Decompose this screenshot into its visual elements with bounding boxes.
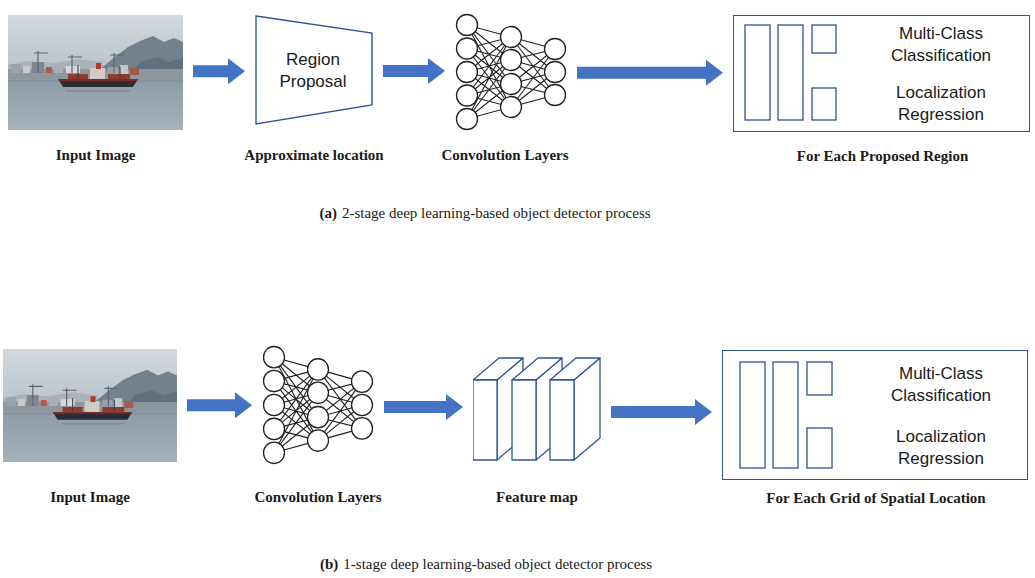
convolution-network: Convolution Layers bbox=[455, 13, 567, 131]
stage-label: Convolution Layers bbox=[254, 488, 381, 506]
input-image: Input Image bbox=[3, 349, 177, 462]
stage-label: Input Image bbox=[50, 488, 130, 506]
neural-network-symbol bbox=[264, 347, 373, 464]
caption-text: 1-stage deep learning-based object detec… bbox=[343, 556, 652, 572]
block-arrow bbox=[383, 58, 445, 84]
caption-text: 2-stage deep learning-based object detec… bbox=[342, 205, 651, 221]
stage-label: Approximate location bbox=[244, 146, 383, 164]
figure-caption: (a) 2-stage deep learning-based object de… bbox=[319, 204, 650, 222]
input-image: Input Image bbox=[8, 15, 183, 130]
block-arrow bbox=[193, 58, 245, 84]
stage-label: For Each Grid of Spatial Location bbox=[766, 489, 985, 507]
trapezoid-outline bbox=[256, 16, 372, 124]
box-text: Multi-Class Classification bbox=[866, 363, 1016, 407]
box-text: Localization Regression bbox=[866, 82, 1016, 126]
block-arrow bbox=[187, 392, 252, 418]
feature-map-symbol bbox=[473, 358, 600, 460]
stage-label: Input Image bbox=[56, 146, 136, 164]
ship-photo bbox=[8, 15, 183, 130]
feature-map: Feature map bbox=[473, 356, 601, 462]
output-bars bbox=[740, 362, 832, 468]
block-arrow bbox=[577, 60, 723, 86]
ship-photo bbox=[3, 349, 177, 462]
stage-label: Convolution Layers bbox=[441, 146, 568, 164]
box-text: Localization Regression bbox=[866, 426, 1016, 470]
stage-label: Feature map bbox=[496, 488, 578, 506]
subfigure-tag: (a) bbox=[319, 205, 337, 221]
convolution-network: Convolution Layers bbox=[262, 345, 374, 465]
block-arrow bbox=[611, 399, 712, 425]
box-text: Multi-Class Classification bbox=[866, 23, 1016, 67]
region-proposal-trapezoid: Region ProposalApproximate location bbox=[255, 15, 373, 125]
subfigure-tag: (b) bbox=[320, 556, 338, 572]
box-text: Region Proposal bbox=[271, 49, 355, 93]
output-box: Multi-Class ClassificationLocalization R… bbox=[722, 350, 1028, 480]
neural-network-symbol bbox=[457, 15, 566, 130]
trapezoid-outline bbox=[255, 15, 373, 125]
stage-label: For Each Proposed Region bbox=[797, 147, 969, 165]
output-box: Multi-Class ClassificationLocalization R… bbox=[733, 15, 1030, 132]
figure-caption: (b) 1-stage deep learning-based object de… bbox=[320, 555, 652, 573]
output-bars bbox=[745, 25, 836, 120]
block-arrow bbox=[384, 394, 463, 420]
